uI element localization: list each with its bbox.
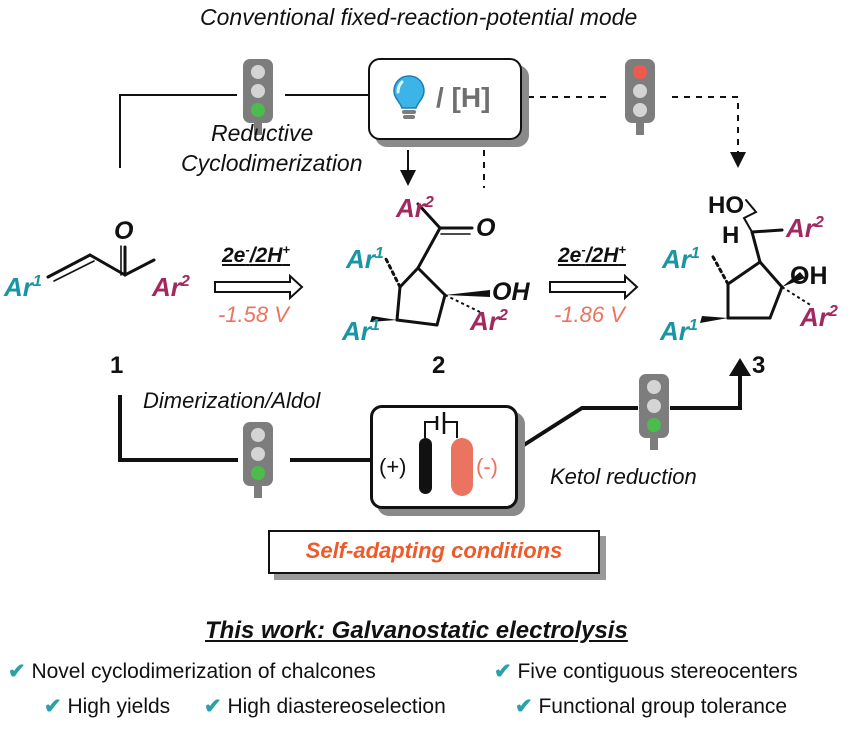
compound-3-structure — [710, 199, 784, 320]
compound-2-structure — [384, 202, 474, 327]
compound-1-ar2: Ar2 — [152, 272, 190, 302]
reaction-arrow-1 — [214, 273, 304, 301]
compound-3-ho: HO — [708, 192, 744, 219]
feature-item: ✔ Five contiguous stereocenters — [494, 660, 798, 683]
dashed-arrow-to-3 — [672, 96, 746, 168]
step2-reagent: 2e-/2H+ — [558, 241, 626, 267]
compound-2-ar2: Ar2 — [470, 306, 508, 336]
electrolysis-cell-icon — [419, 412, 473, 496]
feature-item: ✔ Novel cyclodimerization of chalcones — [8, 660, 376, 683]
traffic-light-green-icon — [243, 59, 273, 135]
check-icon: ✔ — [44, 695, 62, 718]
wedge-bond — [700, 316, 728, 323]
check-icon: ✔ — [515, 695, 533, 718]
compound-2-ar1-a: Ar1 — [346, 244, 384, 274]
reagent-label: / [H] — [436, 82, 491, 113]
this-work-title: This work: Galvanostatic electrolysis — [205, 617, 628, 644]
this-work-line-left — [118, 395, 238, 462]
ketol-label: Ketol reduction — [550, 464, 697, 489]
light-bulb-icon — [393, 75, 425, 119]
feature-item: ✔ Functional group tolerance — [515, 695, 788, 718]
this-work-arrowhead — [729, 358, 751, 376]
cathode-label: (-) — [476, 454, 498, 479]
compound-3-ar2: Ar2 — [800, 302, 838, 332]
compound-1-oxygen: O — [114, 217, 134, 245]
feature-item: ✔ High yields — [44, 695, 171, 718]
wedge-bond — [445, 290, 490, 297]
wedge-bond — [370, 316, 397, 322]
reaction-arrow-2 — [549, 273, 639, 301]
compound-3-ar1-a: Ar1 — [662, 244, 700, 274]
step1-reagent: 2e-/2H+ — [222, 241, 290, 267]
check-icon: ✔ — [494, 660, 512, 683]
step-label-line1: Reductive — [211, 120, 314, 146]
self-adapting-label: Self-adapting conditions — [305, 538, 563, 563]
feature-item: ✔ High diastereoselection — [204, 695, 446, 718]
compound-3-number: 3 — [752, 352, 766, 379]
compound-3-oh: OH — [790, 262, 828, 290]
compound-1-structure — [46, 245, 156, 282]
conventional-conditions-box: / [H] — [368, 58, 522, 140]
traffic-light-red-icon — [625, 59, 655, 135]
self-adapting-box: Self-adapting conditions — [268, 530, 600, 574]
traffic-light-green-icon — [639, 374, 669, 450]
mode-title: Conventional fixed-reaction-potential mo… — [200, 4, 638, 30]
hash-bond — [444, 294, 481, 313]
anode-label: (+) — [379, 454, 407, 479]
compound-2-ar-top: Ar2 — [396, 193, 434, 223]
compound-2-oh: OH — [492, 278, 530, 306]
traffic-light-green-icon — [243, 422, 273, 498]
compound-3-ar1-b: Ar1 — [660, 316, 698, 346]
compound-2-number: 2 — [432, 352, 446, 379]
this-work-line-right — [514, 406, 638, 452]
electrolysis-cell-box: (+) (-) — [370, 405, 518, 509]
step1-potential: -1.58 V — [218, 302, 289, 327]
compound-3-h: H — [722, 222, 740, 249]
this-work-line-up — [670, 372, 742, 410]
check-icon: ✔ — [204, 695, 222, 718]
step-label-line2: Cyclodimerization — [181, 150, 363, 176]
check-icon: ✔ — [8, 660, 26, 683]
conventional-line-left — [119, 94, 237, 168]
compound-2-oxygen: O — [476, 214, 496, 242]
compound-3-ar2-top: Ar2 — [786, 213, 824, 243]
step2-potential: -1.86 V — [554, 302, 625, 327]
compound-1-number: 1 — [110, 352, 124, 379]
compound-1-ar1: Ar1 — [4, 272, 42, 302]
compound-2-ar1-b: Ar1 — [342, 316, 380, 346]
wedge-bond — [782, 272, 805, 287]
dimerization-label: Dimerization/Aldol — [143, 388, 321, 413]
